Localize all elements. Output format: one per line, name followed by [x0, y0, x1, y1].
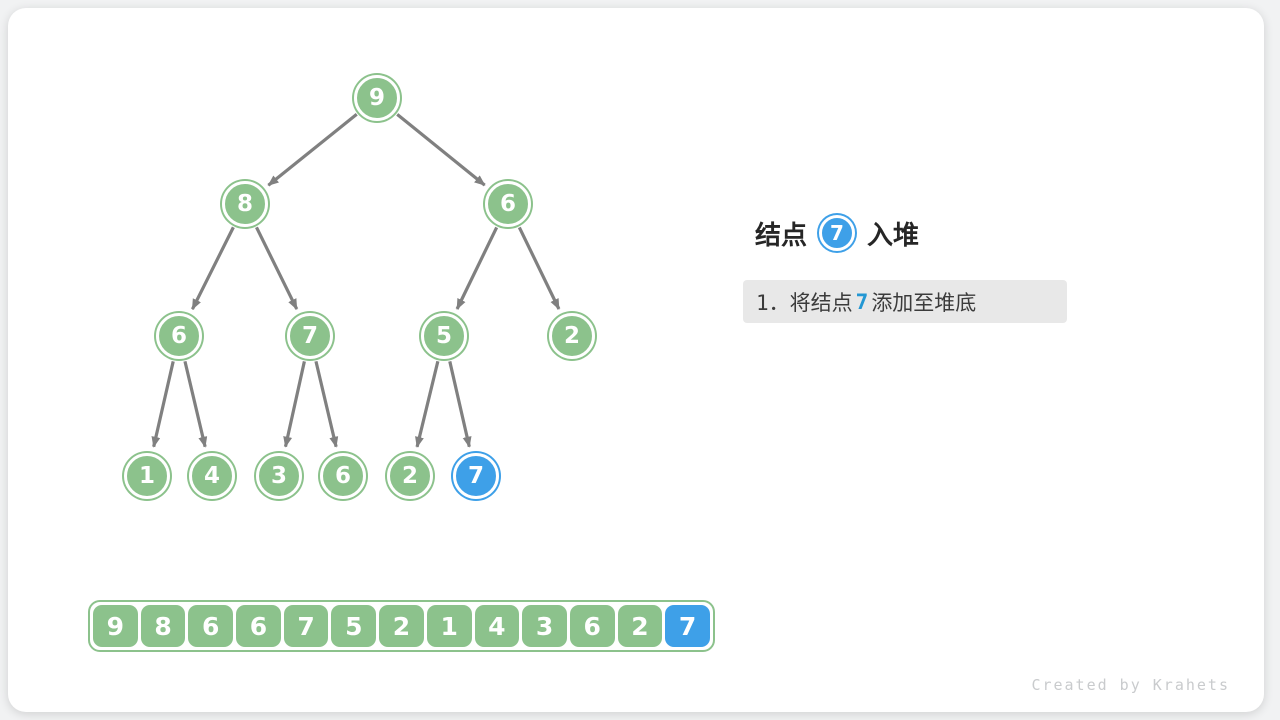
tree-node: 2 — [387, 453, 433, 499]
tree-node: 5 — [421, 313, 467, 359]
array-cell: 6 — [188, 605, 234, 647]
tree-node: 6 — [485, 181, 531, 227]
tree-edge — [283, 361, 306, 448]
tree-node: 6 — [320, 453, 366, 499]
tree-edges — [151, 113, 561, 448]
instruction-box: 1．将结点 7 添加至堆底 — [743, 280, 1067, 323]
tree-edge — [255, 226, 299, 310]
tree-node: 6 — [156, 313, 202, 359]
tree-edge — [314, 360, 339, 448]
array-cell: 7 — [283, 605, 329, 647]
array-cell: 8 — [140, 605, 186, 647]
instruction-text-before: 1．将结点 — [756, 290, 853, 315]
tree-edge — [183, 360, 208, 448]
tree-edge — [448, 360, 472, 448]
title-suffix: 入堆 — [867, 220, 920, 251]
array-cell: 1 — [426, 605, 472, 647]
tree-node: 4 — [189, 453, 235, 499]
tree-node: 9 — [354, 75, 400, 121]
tree-node: 8 — [222, 181, 268, 227]
array-cell: 2 — [617, 605, 663, 647]
figure-title: 结点 7 入堆 — [755, 211, 919, 255]
array-cell: 2 — [379, 605, 424, 647]
tree-node: 7 — [287, 313, 333, 359]
tree-edge — [396, 113, 486, 187]
array-cell: 7 — [665, 605, 710, 647]
instruction-text-after: 添加至堆底 — [871, 290, 977, 315]
highlighted-node-badge: 7 — [819, 215, 856, 251]
array-cell: 9 — [93, 605, 138, 647]
array-cell: 6 — [236, 605, 281, 647]
badge-value: 7 — [830, 221, 844, 245]
tree-edge — [455, 226, 499, 310]
array-cell: 4 — [474, 605, 520, 647]
title-prefix: 结点 — [755, 220, 808, 251]
array-cell: 6 — [569, 605, 615, 647]
tree-edge — [517, 226, 561, 310]
instruction-highlight: 7 — [855, 289, 869, 314]
watermark: Created by Krahets — [1031, 676, 1230, 694]
tree-node: 2 — [549, 313, 595, 359]
tree-node: 3 — [256, 453, 302, 499]
tree-edge — [190, 226, 235, 311]
array-cell: 5 — [331, 605, 377, 647]
tree-node: 7 — [453, 453, 499, 499]
tree-edge — [415, 360, 440, 448]
tree-edge — [267, 113, 358, 187]
tree-edge — [151, 360, 175, 448]
tree-node: 1 — [124, 453, 170, 499]
array-cell: 3 — [522, 605, 567, 647]
